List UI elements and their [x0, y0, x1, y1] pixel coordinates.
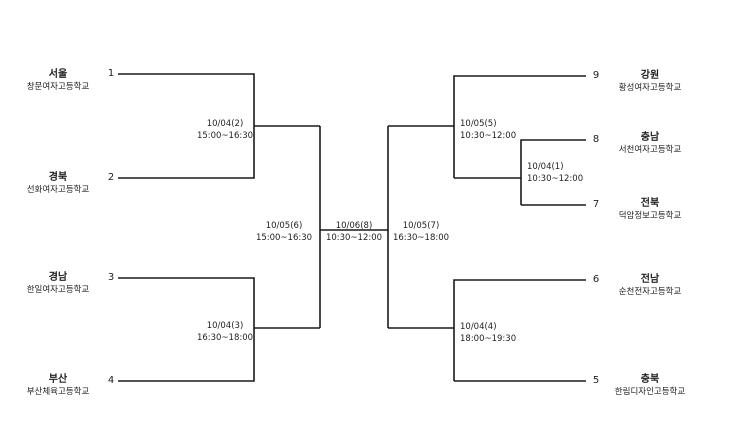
match-7-info: 10/05(7) 16:30~18:00 — [393, 220, 449, 244]
team-9-seed: 9 — [592, 70, 600, 81]
bracket-line-team2 — [118, 126, 255, 179]
match-5-date: 10/05(5) — [460, 119, 497, 129]
team-4-region: 부산 — [48, 374, 68, 385]
team-8-region: 충남 — [640, 132, 660, 143]
team-5-region: 충북 — [640, 374, 660, 385]
match-3-time: 16:30~18:00 — [196, 333, 254, 343]
team-7-school: 덕암정보고등학교 — [618, 211, 682, 221]
bracket-line-team4 — [118, 328, 255, 382]
match-2-date: 10/04(2) — [206, 119, 244, 129]
team-6-school: 순천전자고등학교 — [618, 287, 682, 297]
match-1-time: 10:30~12:00 — [527, 174, 584, 184]
team-4-school: 부산체육고등학교 — [26, 387, 90, 397]
match-2-time: 15:00~16:30 — [196, 131, 254, 141]
team-3-region: 경남 — [48, 272, 68, 283]
bracket-line-team1 — [118, 73, 255, 126]
match-7-time: 16:30~18:00 — [392, 233, 450, 243]
team-1-school: 창문여자고등학교 — [26, 82, 90, 92]
team-2-region: 경북 — [48, 172, 68, 183]
match-4-date: 10/04(4) — [460, 322, 497, 332]
team-3-seed: 3 — [107, 272, 115, 283]
match-6-time: 15:00~16:30 — [255, 233, 313, 243]
match-3-info: 10/04(3) 16:30~18:00 — [197, 320, 253, 344]
team-2-seed: 2 — [107, 172, 115, 183]
bracket-line-team3 — [118, 277, 255, 328]
team-1-region: 서울 — [48, 69, 68, 80]
match-7-date: 10/05(7) — [402, 221, 440, 231]
team-7-region: 전북 — [640, 198, 660, 209]
bracket-line-team6 — [453, 279, 586, 381]
team-5-seed: 5 — [592, 375, 600, 386]
team-6-seed: 6 — [592, 274, 600, 285]
team-4-seed: 4 — [107, 375, 115, 386]
match-2-info: 10/04(2) 15:00~16:30 — [197, 118, 253, 142]
team-8-seed: 8 — [592, 134, 600, 145]
team-2-school: 선화여자고등학교 — [26, 185, 90, 195]
team-5-school: 한림디자인고등학교 — [614, 387, 686, 397]
match-8-time: 10:30~12:00 — [325, 233, 383, 243]
team-9-region: 강원 — [640, 70, 660, 81]
match-3-date: 10/04(3) — [206, 321, 244, 331]
team-6-region: 전남 — [640, 274, 660, 285]
bracket-line-team8 — [520, 139, 586, 205]
match-1-date: 10/04(1) — [527, 162, 564, 172]
bracket-line-team9 — [453, 75, 586, 178]
match-1-info: 10/04(1) 10:30~12:00 — [527, 161, 583, 185]
match-5-info: 10/05(5) 10:30~12:00 — [460, 118, 516, 142]
match-6-date: 10/05(6) — [265, 221, 303, 231]
team-3-school: 한일여자고등학교 — [26, 285, 90, 295]
match-8-info: 10/06(8) 10:30~12:00 — [326, 220, 382, 244]
match-8-date: 10/06(8) — [335, 221, 373, 231]
match-4-time: 18:00~19:30 — [460, 334, 517, 344]
team-1-seed: 1 — [107, 68, 115, 79]
team-9-school: 황성여자고등학교 — [618, 83, 682, 93]
match-4-info: 10/04(4) 18:00~19:30 — [460, 321, 516, 345]
team-8-school: 서천여자고등학교 — [618, 145, 682, 155]
team-7-seed: 7 — [592, 199, 600, 210]
match-6-info: 10/05(6) 15:00~16:30 — [256, 220, 312, 244]
match-5-time: 10:30~12:00 — [460, 131, 517, 141]
